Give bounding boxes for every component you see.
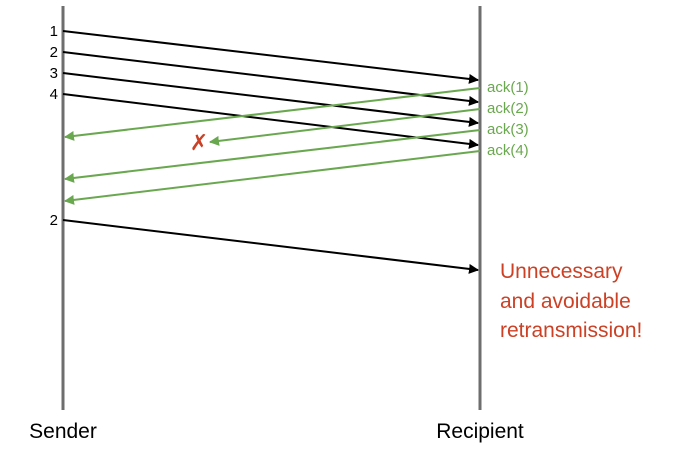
ack-arrow-1	[64, 87, 481, 141]
packet-arrow-2	[62, 51, 479, 106]
packet-label-4: 4	[50, 86, 58, 103]
ack-label-1: ack(1)	[487, 79, 529, 96]
retransmission-label: 2	[50, 212, 58, 229]
annotation-line-2: and avoidable	[500, 290, 631, 313]
sender-label: Sender	[29, 420, 97, 443]
ack-arrow-2-lost	[209, 108, 481, 146]
ack-arrow-3	[64, 129, 481, 183]
packet-label-3: 3	[50, 65, 58, 82]
packet-label-1: 1	[50, 23, 58, 40]
ack-arrow-4	[64, 150, 481, 205]
annotation-line-1: Unnecessary	[500, 260, 623, 283]
ack-label-4: ack(4)	[487, 142, 529, 159]
annotation-line-3: retransmission!	[500, 319, 642, 342]
ack-label-3: ack(3)	[487, 121, 529, 138]
ack-label-2: ack(2)	[487, 100, 529, 117]
packet-arrow-4	[62, 93, 479, 149]
retransmission-arrow	[62, 219, 479, 274]
packet-arrow-3	[62, 72, 479, 127]
packet-label-2: 2	[50, 44, 58, 61]
recipient-label: Recipient	[436, 420, 524, 443]
packet-arrow-1	[62, 30, 479, 84]
loss-marker-icon: ✗	[190, 130, 208, 155]
